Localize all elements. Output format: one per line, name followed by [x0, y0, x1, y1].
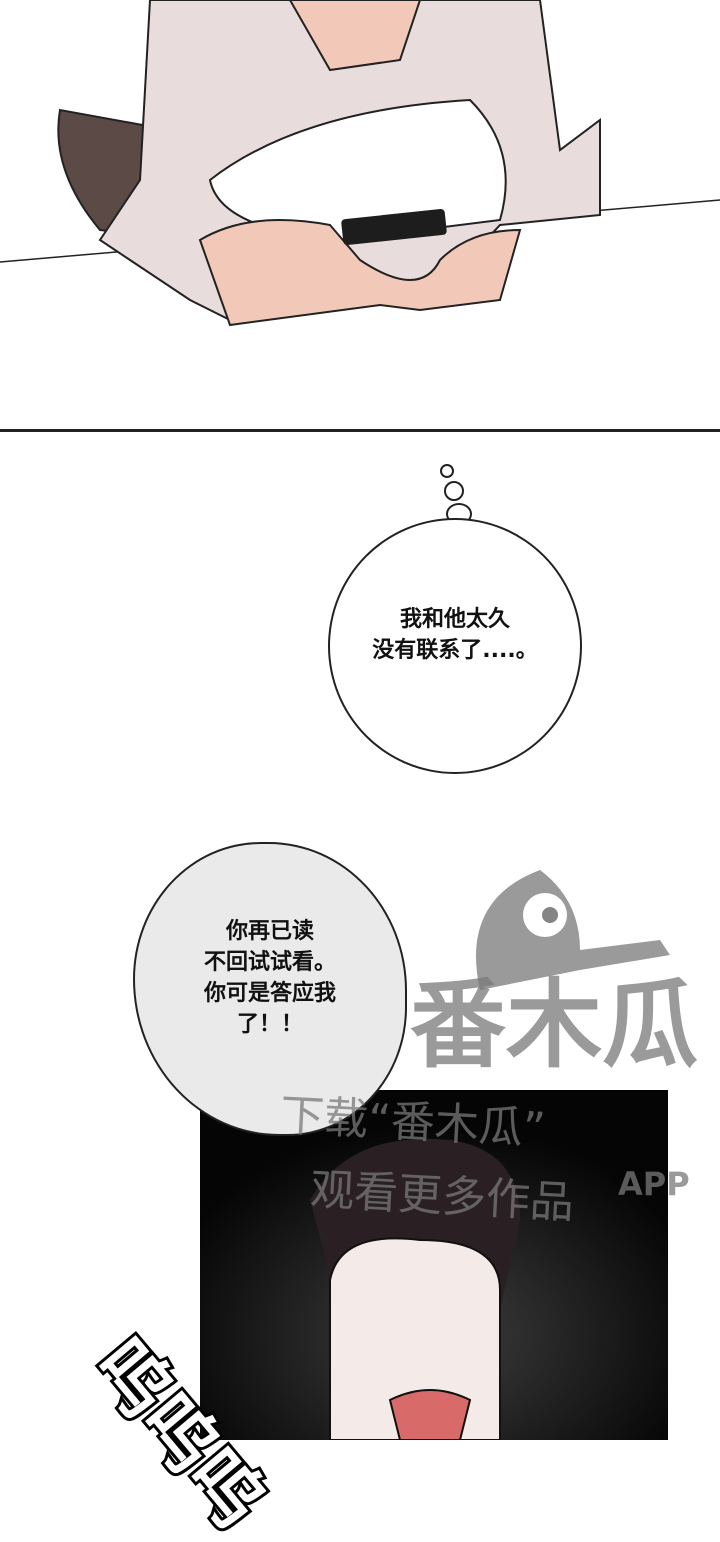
speech-line-3: 你可是答应我	[203, 981, 336, 1006]
thought-dot-medium	[444, 481, 464, 501]
speech-line-1: 你再已读	[225, 919, 314, 944]
speech-text: 你再已读 不回试试看。 你可是答应我 了！！	[135, 916, 405, 1040]
crying-man-illustration	[200, 1090, 668, 1441]
speech-line-4: 了！！	[236, 1012, 303, 1037]
watermark-mascot-icon	[476, 870, 670, 990]
speech-bubble: 你再已读 不回试试看。 你可是答应我 了！！	[133, 842, 407, 1136]
speech-line-2: 不回试试看。	[203, 950, 336, 975]
panel-divider	[0, 429, 720, 432]
comic-panel-crying-man	[200, 1090, 668, 1441]
thought-line-1: 我和他太久	[399, 607, 510, 632]
watermark-app-label: APP	[618, 1165, 690, 1203]
watermark-logo: 番木瓜	[410, 969, 698, 1081]
thought-line-2: 没有联系了....。	[372, 638, 538, 663]
thought-text: 我和他太久 没有联系了....。	[330, 604, 580, 666]
comic-panel-lying-with-phone	[0, 0, 720, 327]
thought-bubble: 我和他太久 没有联系了....。	[328, 518, 582, 774]
thought-dot-small	[440, 464, 454, 478]
